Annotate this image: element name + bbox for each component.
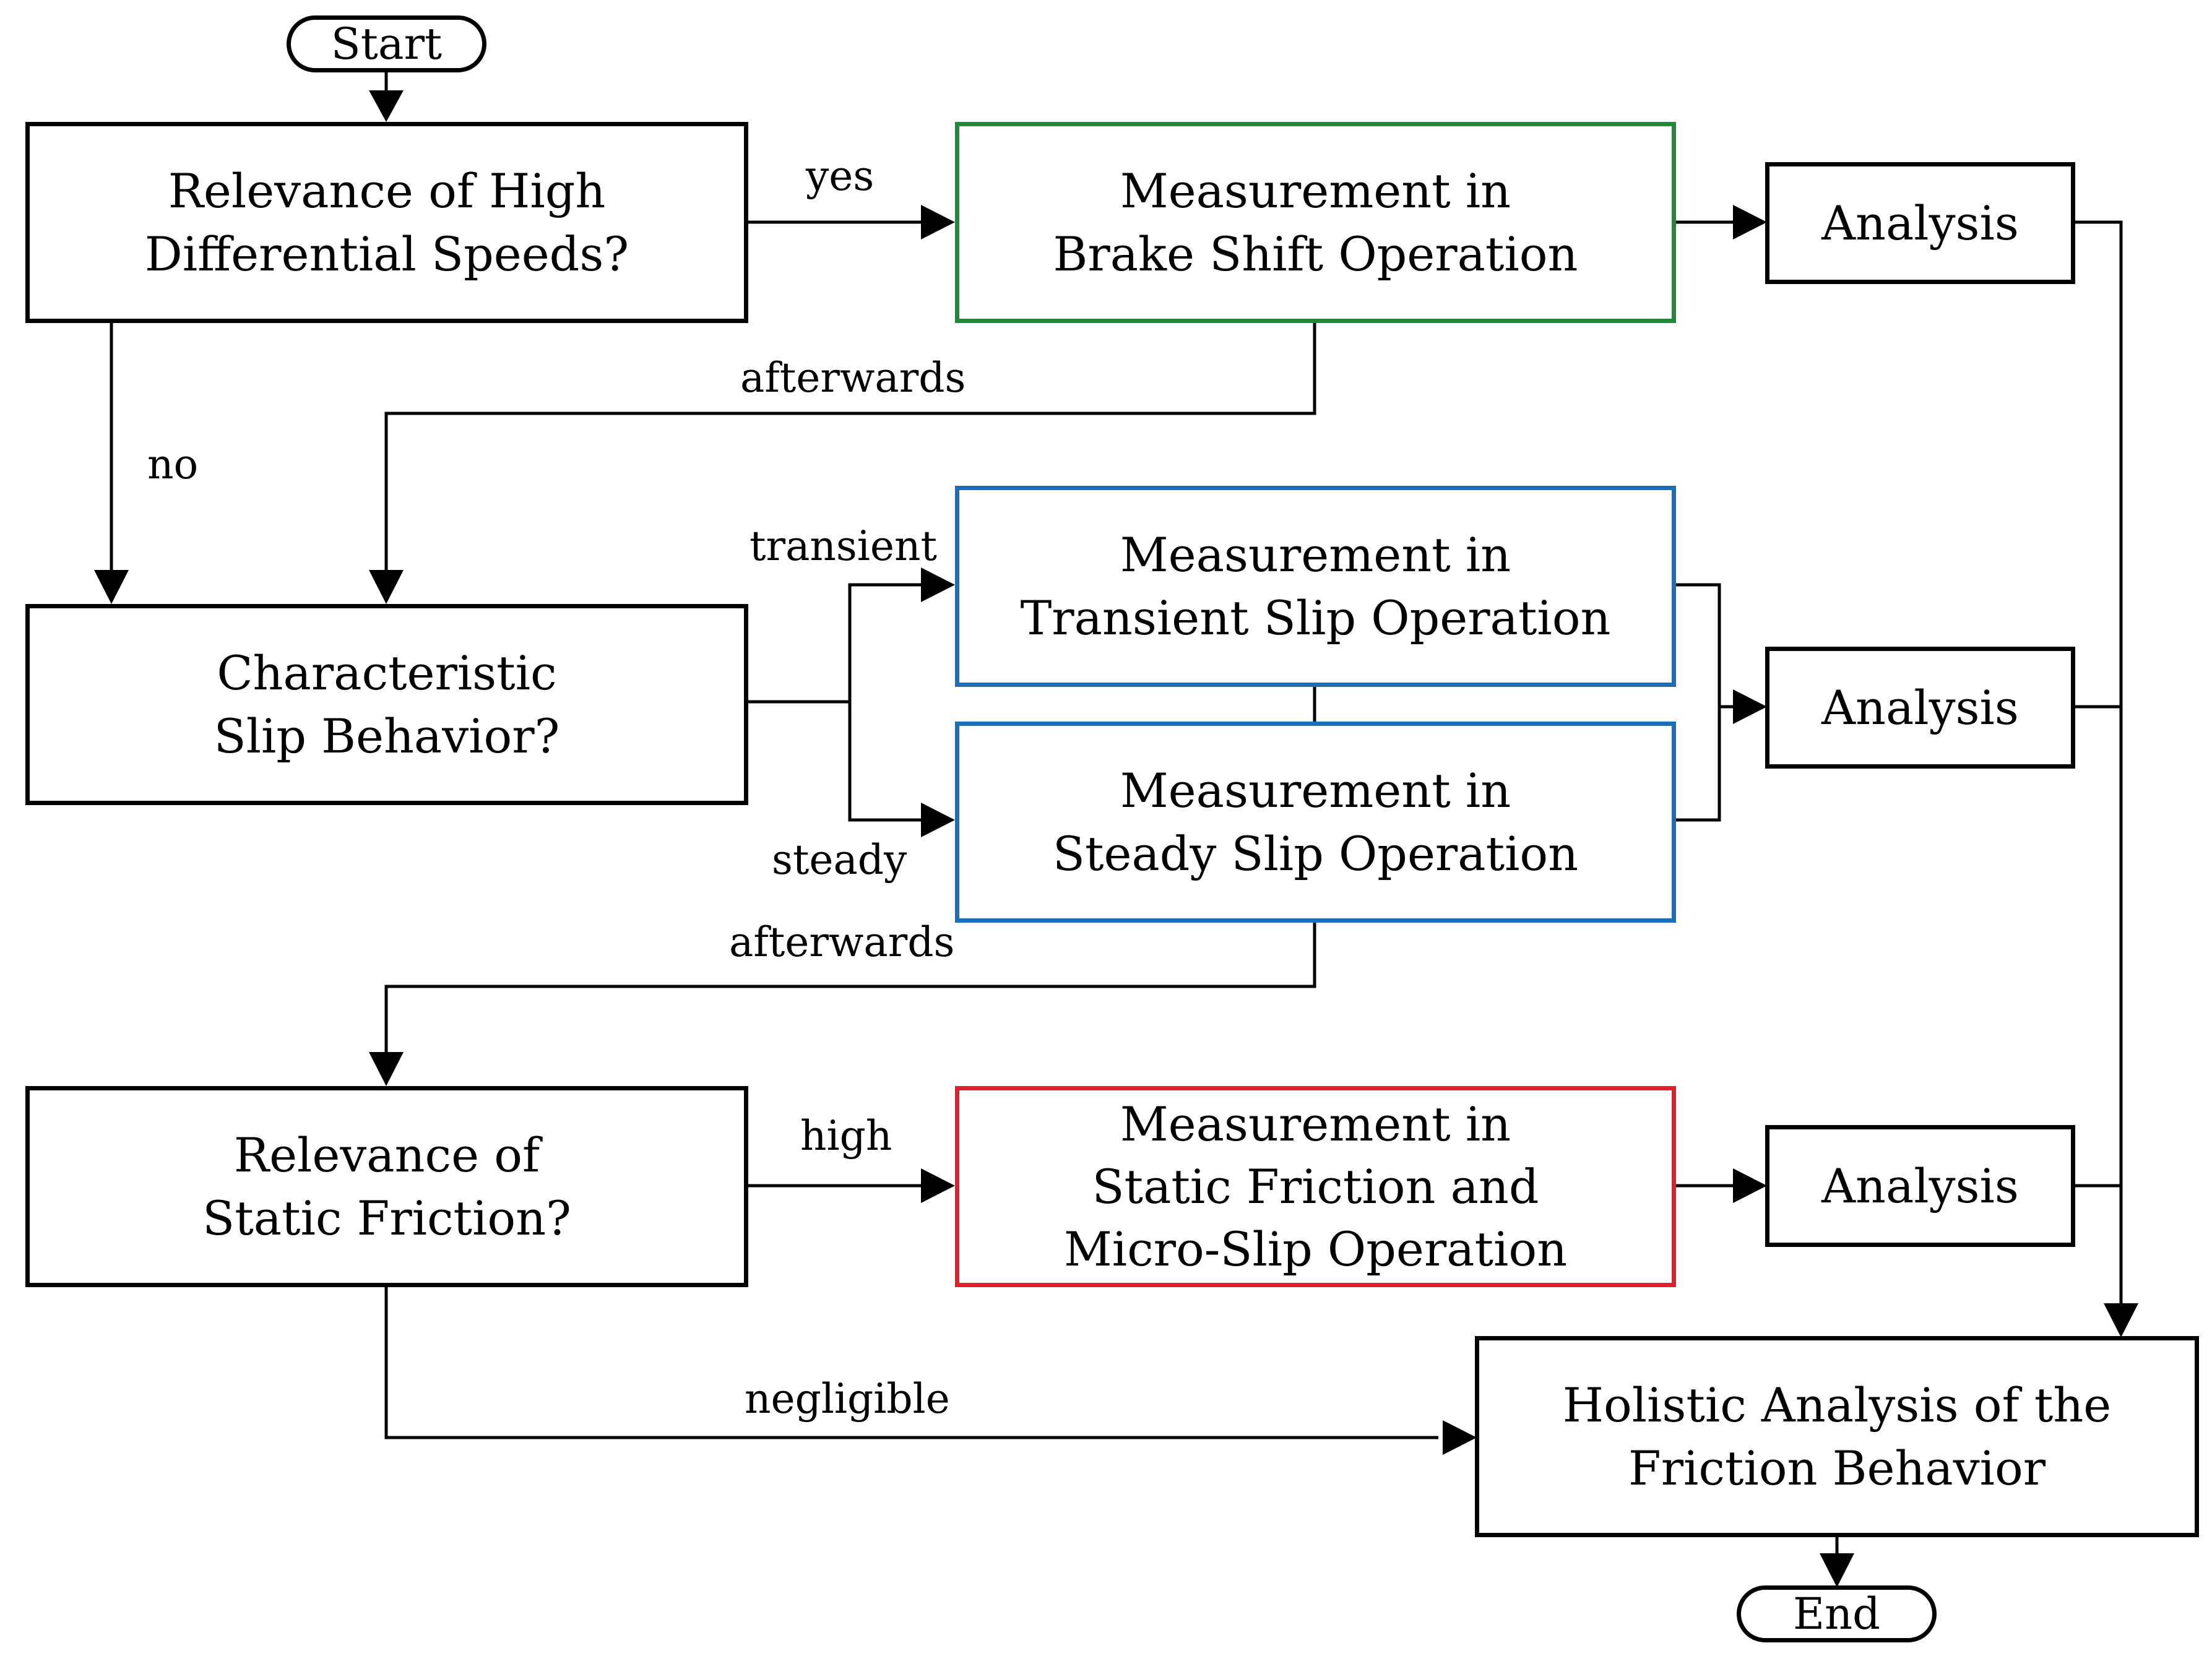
arrowhead-analysis1	[1733, 205, 1767, 239]
edge-label-negligible: negligible	[745, 1375, 950, 1423]
arrowhead-high	[921, 1168, 955, 1203]
measurement-static-micro-slip: Measurement in Static Friction and Micro…	[955, 1086, 1676, 1287]
analysis-box-1-label: Analysis	[1821, 195, 2019, 251]
measurement-brake-shift: Measurement in Brake Shift Operation	[955, 122, 1676, 323]
arrowhead-afterwards-2	[369, 1052, 404, 1086]
decision-slip-behavior: Characteristic Slip Behavior?	[25, 604, 748, 805]
start-label: Start	[331, 19, 443, 69]
decision-high-differential-speeds: Relevance of High Differential Speeds?	[25, 122, 748, 323]
arrowhead-negligible	[1443, 1420, 1477, 1455]
measurement-steady-slip-label: Measurement in Steady Slip Operation	[1052, 763, 1579, 881]
edge-label-afterwards-1: afterwards	[740, 354, 966, 402]
decision-static-friction: Relevance of Static Friction?	[25, 1086, 748, 1287]
end-label: End	[1793, 1589, 1880, 1639]
edge-label-high: high	[800, 1112, 892, 1160]
edge-steady-afterwards	[384, 921, 1316, 1056]
edge-label-no: no	[147, 441, 199, 488]
arrowhead-steady	[921, 803, 955, 837]
arrowhead-afterwards-1	[369, 570, 404, 604]
measurement-steady-slip: Measurement in Steady Slip Operation	[955, 722, 1676, 923]
decision-slip-behavior-label: Characteristic Slip Behavior?	[214, 645, 560, 764]
arrowhead-transient	[921, 567, 955, 602]
edge-analysis1-collector	[2073, 220, 2123, 1304]
measurement-transient-slip-label: Measurement in Transient Slip Operation	[1020, 527, 1611, 645]
arrowhead-analysis2	[1733, 689, 1767, 724]
analysis-box-2: Analysis	[1765, 647, 2075, 769]
analysis-box-3-label: Analysis	[1821, 1158, 2019, 1214]
edge-label-steady: steady	[772, 836, 907, 884]
decision-high-differential-speeds-label: Relevance of High Differential Speeds?	[144, 163, 629, 282]
decision-static-friction-label: Relevance of Static Friction?	[202, 1128, 571, 1246]
holistic-analysis: Holistic Analysis of the Friction Behavi…	[1475, 1336, 2199, 1537]
end-terminal: End	[1737, 1585, 1937, 1642]
analysis-box-2-label: Analysis	[1821, 679, 2019, 735]
arrowhead-holistic	[2104, 1303, 2138, 1337]
edge-q3-negligible	[384, 1285, 1438, 1439]
edge-slip-to-analysis2	[1674, 583, 1721, 822]
arrowhead-no	[94, 570, 129, 604]
analysis-box-3: Analysis	[1765, 1125, 2075, 1247]
arrowhead-q1	[369, 90, 404, 122]
arrowhead-brake	[921, 205, 955, 239]
edge-label-afterwards-2: afterwards	[729, 918, 955, 966]
edge-q2-steady	[848, 702, 922, 822]
edge-label-transient: transient	[750, 522, 937, 570]
edge-q2-transient	[848, 583, 922, 702]
arrowhead-analysis3	[1733, 1168, 1767, 1203]
measurement-brake-shift-label: Measurement in Brake Shift Operation	[1053, 163, 1578, 282]
analysis-box-1: Analysis	[1765, 162, 2075, 284]
measurement-transient-slip: Measurement in Transient Slip Operation	[955, 486, 1676, 687]
arrowhead-end	[1820, 1553, 1854, 1587]
edge-label-yes: yes	[806, 152, 875, 200]
start-terminal: Start	[287, 15, 486, 72]
holistic-analysis-label: Holistic Analysis of the Friction Behavi…	[1562, 1378, 2112, 1496]
measurement-static-micro-slip-label: Measurement in Static Friction and Micro…	[1063, 1096, 1568, 1277]
edge-brake-afterwards	[384, 323, 1316, 576]
